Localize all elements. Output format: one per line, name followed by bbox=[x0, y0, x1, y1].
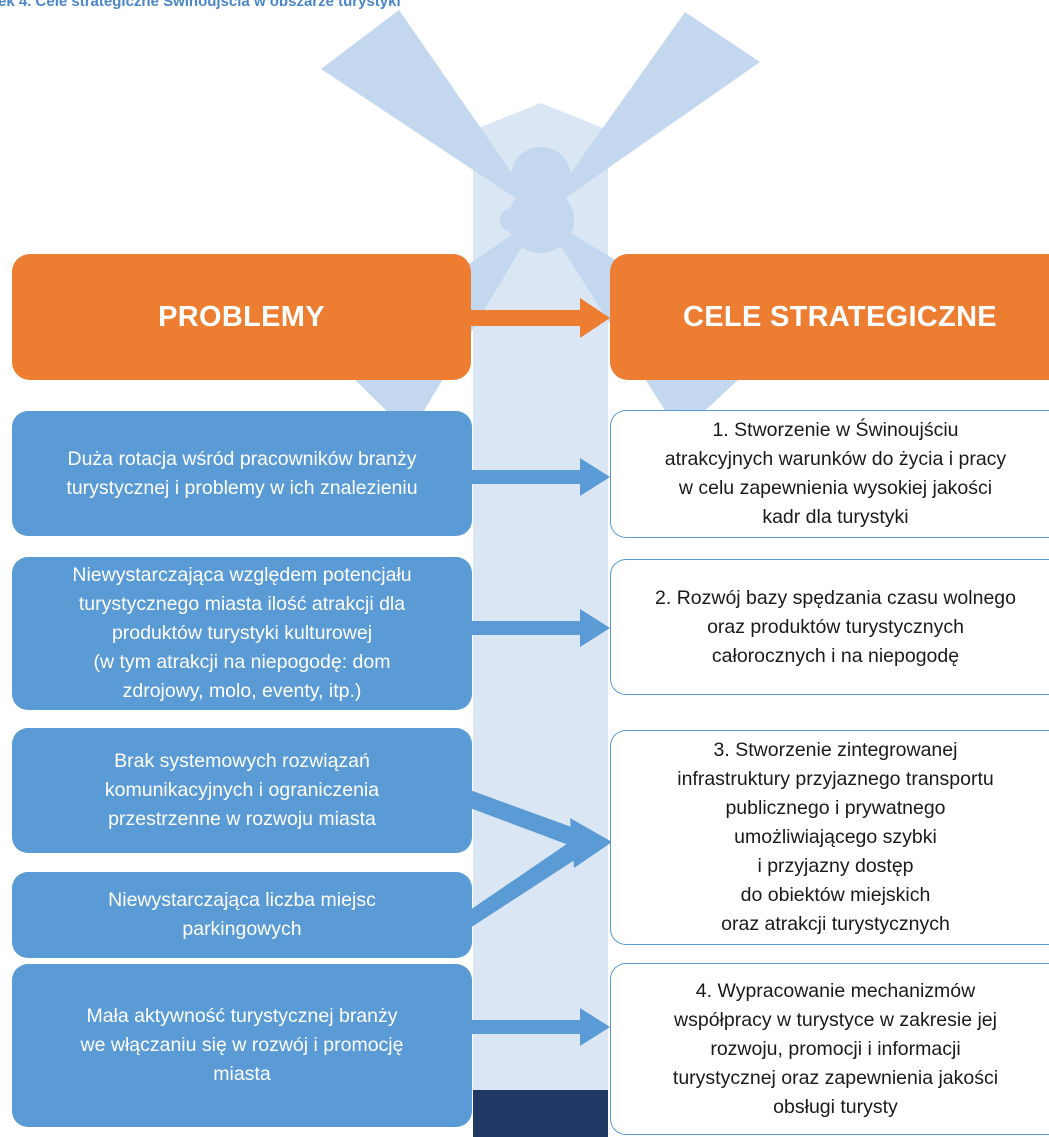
problems-header: PROBLEMY bbox=[12, 254, 471, 380]
problem-box-5: Mała aktywność turystycznej branży we wł… bbox=[12, 964, 472, 1127]
ray-top-left bbox=[321, 10, 541, 215]
goal-box-4: 4. Wypracowanie mechanizmów współpracy w… bbox=[610, 963, 1049, 1135]
ray-top-right bbox=[541, 12, 760, 215]
person-icon bbox=[500, 147, 574, 253]
problem-box-3: Brak systemowych rozwiązań komunikacyjny… bbox=[12, 728, 472, 853]
figure-caption: ek 4. Cele strategiczne Świnoujścia w ob… bbox=[0, 0, 401, 10]
problem-box-2: Niewystarczająca względem potencjału tur… bbox=[12, 557, 472, 710]
goal-box-3: 3. Stworzenie zintegrowanej infrastruktu… bbox=[610, 730, 1049, 945]
arrows bbox=[470, 298, 612, 1046]
goal-box-2: 2. Rozwój bazy spędzania czasu wolnego o… bbox=[610, 559, 1049, 695]
goals-header: CELE STRATEGICZNE bbox=[610, 254, 1049, 380]
problem-box-1: Duża rotacja wśród pracowników branży tu… bbox=[12, 411, 472, 536]
pillar-roof bbox=[473, 103, 608, 130]
problem-box-4: Niewystarczająca liczba miejsc parkingow… bbox=[12, 872, 472, 958]
pillar-base bbox=[473, 1090, 608, 1137]
goal-box-1: 1. Stworzenie w Świnoujściu atrakcyjnych… bbox=[610, 410, 1049, 538]
